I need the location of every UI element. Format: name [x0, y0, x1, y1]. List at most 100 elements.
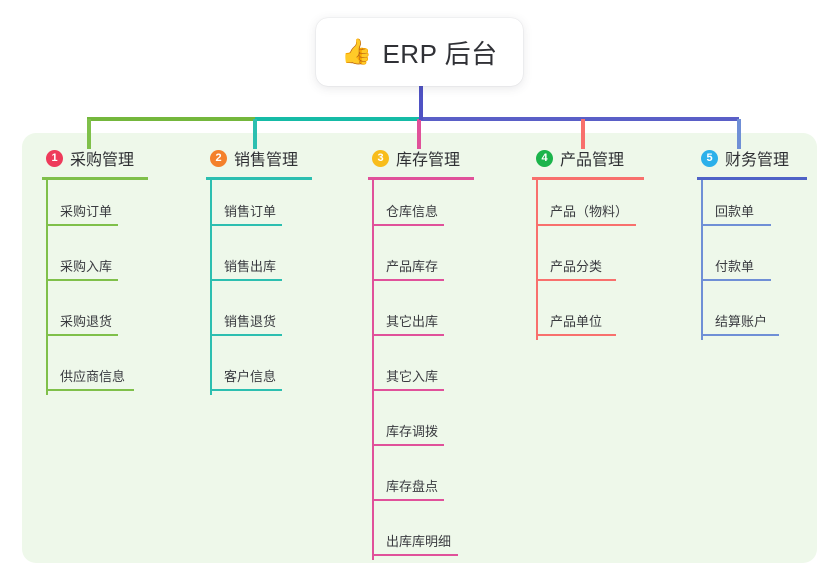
branch-item-label: 其它入库 — [386, 369, 439, 384]
branch-item-rule — [46, 334, 118, 336]
branch-item-rule — [46, 224, 118, 226]
branch-item-list: 仓库信息产品库存其它出库其它入库库存调拨库存盘点出库库明细 — [368, 180, 474, 565]
branch-spine — [46, 180, 48, 395]
branch-column-3: 3 库存管理仓库信息产品库存其它出库其它入库库存调拨库存盘点出库库明细 — [368, 146, 474, 565]
branch-header-4[interactable]: 4 产品管理 — [532, 146, 644, 170]
branch-item-rule — [536, 334, 616, 336]
branch-item[interactable]: 产品分类 — [532, 235, 644, 290]
branch-item[interactable]: 采购订单 — [42, 180, 148, 235]
branch-item-rule — [210, 224, 282, 226]
branch-title: 采购管理 — [70, 152, 135, 169]
bus-segment-teal — [255, 117, 421, 121]
drop-connector-3 — [417, 119, 421, 149]
branch-item-label: 销售出库 — [224, 259, 277, 274]
bus-segment-indigo — [419, 117, 739, 121]
branch-item[interactable]: 付款单 — [697, 235, 807, 290]
branch-item[interactable]: 供应商信息 — [42, 345, 148, 400]
branch-item[interactable]: 产品库存 — [368, 235, 474, 290]
branch-header-rule — [206, 177, 312, 180]
branch-item-rule — [536, 224, 636, 226]
branch-item-label: 库存调拨 — [386, 424, 439, 439]
branch-item[interactable]: 其它出库 — [368, 290, 474, 345]
drop-connector-1 — [87, 119, 91, 149]
branch-item[interactable]: 其它入库 — [368, 345, 474, 400]
branch-item-label: 产品单位 — [550, 314, 603, 329]
branch-item-rule — [372, 334, 444, 336]
branch-item-rule — [210, 279, 282, 281]
branch-spine — [701, 180, 703, 340]
diagram-background-panel — [22, 133, 817, 563]
branch-item-rule — [536, 279, 616, 281]
branch-item-label: 库存盘点 — [386, 479, 439, 494]
branch-item[interactable]: 销售出库 — [206, 235, 312, 290]
branch-column-4: 4 产品管理产品（物料） 产品分类产品单位 — [532, 146, 644, 345]
branch-item[interactable]: 出库库明细 — [368, 510, 474, 565]
branch-spine — [210, 180, 212, 395]
drop-connector-2 — [253, 119, 257, 149]
branch-item-label: 客户信息 — [224, 369, 277, 384]
branch-number-badge: 4 — [536, 149, 553, 167]
branch-item-rule — [701, 334, 779, 336]
branch-item-label: 产品（物料） — [550, 204, 629, 219]
trunk-connector — [419, 86, 423, 120]
branch-number-badge: 3 — [372, 149, 389, 167]
branch-item[interactable]: 采购入库 — [42, 235, 148, 290]
branch-item-rule — [210, 389, 282, 391]
branch-item[interactable]: 产品单位 — [532, 290, 644, 345]
branch-item-rule — [701, 279, 771, 281]
branch-item-label: 供应商信息 — [60, 369, 126, 384]
branch-item-rule — [372, 554, 458, 556]
root-node-label: ERP 后台 — [382, 38, 498, 69]
branch-item-label: 结算账户 — [715, 314, 768, 329]
branch-item-rule — [372, 224, 444, 226]
thumbs-up-icon: 👍 — [341, 37, 373, 66]
branch-item[interactable]: 仓库信息 — [368, 180, 474, 235]
branch-number-badge: 5 — [701, 149, 718, 167]
branch-item-label: 销售订单 — [224, 204, 277, 219]
branch-item[interactable]: 回款单 — [697, 180, 807, 235]
branch-item-label: 付款单 — [715, 259, 755, 274]
branch-header-rule — [42, 177, 148, 180]
branch-item-label: 产品分类 — [550, 259, 603, 274]
branch-item[interactable]: 结算账户 — [697, 290, 807, 345]
branch-item-rule — [210, 334, 282, 336]
branch-header-2[interactable]: 2 销售管理 — [206, 146, 312, 170]
branch-item-rule — [701, 224, 771, 226]
branch-item[interactable]: 采购退货 — [42, 290, 148, 345]
root-node-card[interactable]: 👍 ERP 后台 — [316, 18, 523, 86]
drop-connector-5 — [737, 119, 741, 149]
branch-item-list: 销售订单销售出库销售退货客户信息 — [206, 180, 312, 400]
branch-item[interactable]: 客户信息 — [206, 345, 312, 400]
branch-title: 产品管理 — [560, 152, 625, 169]
branch-header-rule — [532, 177, 644, 180]
branch-title: 销售管理 — [234, 152, 299, 169]
branch-item-rule — [46, 389, 134, 391]
branch-item-rule — [372, 499, 444, 501]
branch-item-label: 仓库信息 — [386, 204, 439, 219]
branch-title: 库存管理 — [396, 152, 461, 169]
branch-item[interactable]: 产品（物料） — [532, 180, 644, 235]
branch-item-list: 回款单付款单结算账户 — [697, 180, 807, 345]
branch-spine — [536, 180, 538, 340]
branch-item-rule — [46, 279, 118, 281]
branch-item-label: 回款单 — [715, 204, 755, 219]
branch-item-label: 出库库明细 — [386, 534, 452, 549]
branch-item[interactable]: 销售订单 — [206, 180, 312, 235]
branch-item[interactable]: 销售退货 — [206, 290, 312, 345]
branch-item-list: 采购订单采购入库采购退货供应商信息 — [42, 180, 148, 400]
branch-item[interactable]: 库存调拨 — [368, 400, 474, 455]
branch-column-2: 2 销售管理销售订单销售出库销售退货客户信息 — [206, 146, 312, 400]
branch-item[interactable]: 库存盘点 — [368, 455, 474, 510]
branch-header-3[interactable]: 3 库存管理 — [368, 146, 474, 170]
branch-item-label: 采购入库 — [60, 259, 113, 274]
branch-item-rule — [372, 389, 444, 391]
bus-segment-green — [87, 117, 257, 121]
branch-header-rule — [697, 177, 807, 180]
branch-number-badge: 2 — [210, 149, 227, 167]
branch-item-rule — [372, 444, 444, 446]
